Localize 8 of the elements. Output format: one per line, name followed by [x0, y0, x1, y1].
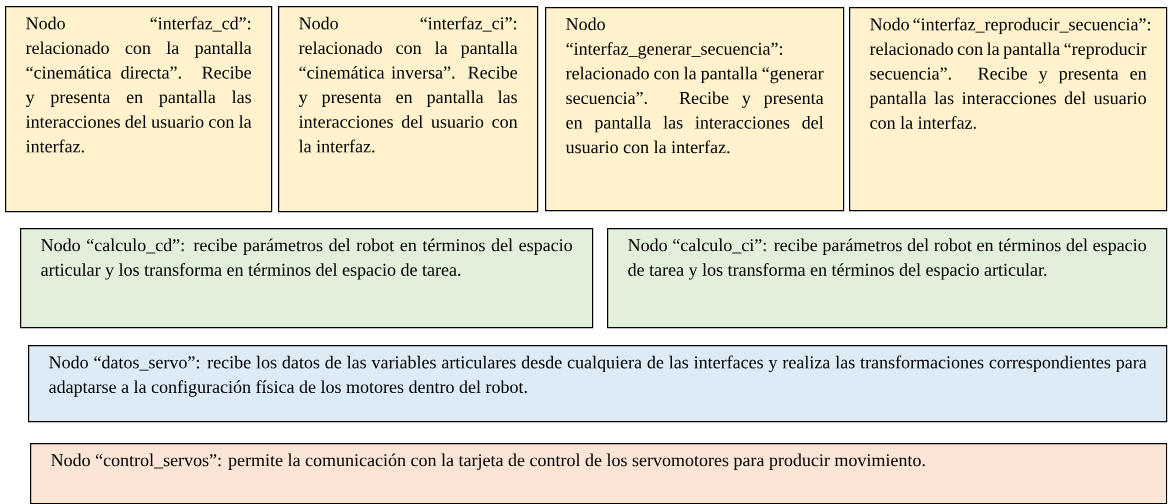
- text-box: Nodo “datos_servo”: recibe los datos de las variables articulares desde cualquiera de las interfaces y realiza las transformaciones correspondientes para adaptarse a la configuración física de los motores dentro del robot.: [28, 345, 1168, 423]
- text-box: Nodo “interfaz_generar_secuencia”: relacionado con la pantalla “generar secuencia”. Recibe y presenta en pantalla las interacciones del usuario con la interfaz.: [545, 7, 845, 212]
- text-box: Nodo “calculo_cd”: recibe parámetros del robot en términos del espacio articular y los transforma en términos del espacio de tarea.: [20, 228, 594, 329]
- text-box: Nodo “interfaz_reproducir_secuencia”: relacionado con la pantalla “reproducir secuencia”. Recibe y presenta en pantalla las interacciones del usuario con la interfaz.: [849, 7, 1168, 212]
- text-box: Nodo “interfaz_cd”: relacionado con la pantalla “cinemática directa”. Recibe y presenta en pantalla las interacciones del usuario con la interfaz.: [5, 6, 273, 213]
- text-box: Nodo “interfaz_ci”: relacionado con la pantalla “cinemática inversa”. Recibe y presenta en pantalla las interacciones del usuario con la interfaz.: [278, 6, 539, 213]
- text-box: Nodo “control_servos”: permite la comunicación con la tarjeta de control de los servomotores para producir movimiento.: [30, 443, 1168, 504]
- text-box: Nodo “calculo_ci”: recibe parámetros del robot en términos del espacio de tarea y los transforma en términos del espacio articular.: [607, 228, 1168, 329]
